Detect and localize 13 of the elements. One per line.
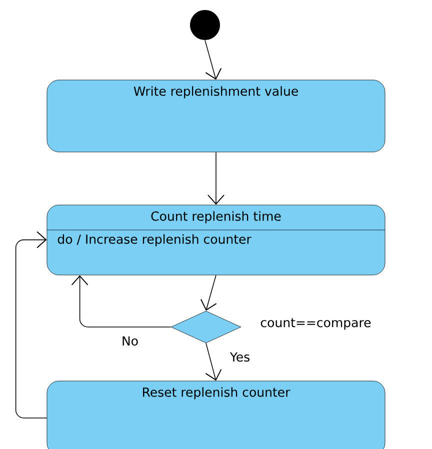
arrow — [15, 231, 48, 418]
start-dot — [190, 10, 220, 40]
arrow — [204, 40, 222, 80]
arrow — [205, 342, 222, 381]
arrow — [71, 275, 172, 328]
state-box: Write replenishment value — [46, 80, 386, 152]
state-box: Count replenish time do / Increase replenish counter — [46, 204, 386, 276]
arrow — [200, 274, 217, 311]
state-box: Reset replenish counter — [46, 380, 386, 449]
edge-label: No — [120, 335, 140, 347]
arrow — [208, 152, 224, 205]
guard-label: count==compare — [260, 318, 371, 330]
edge-label: Yes — [228, 351, 252, 363]
